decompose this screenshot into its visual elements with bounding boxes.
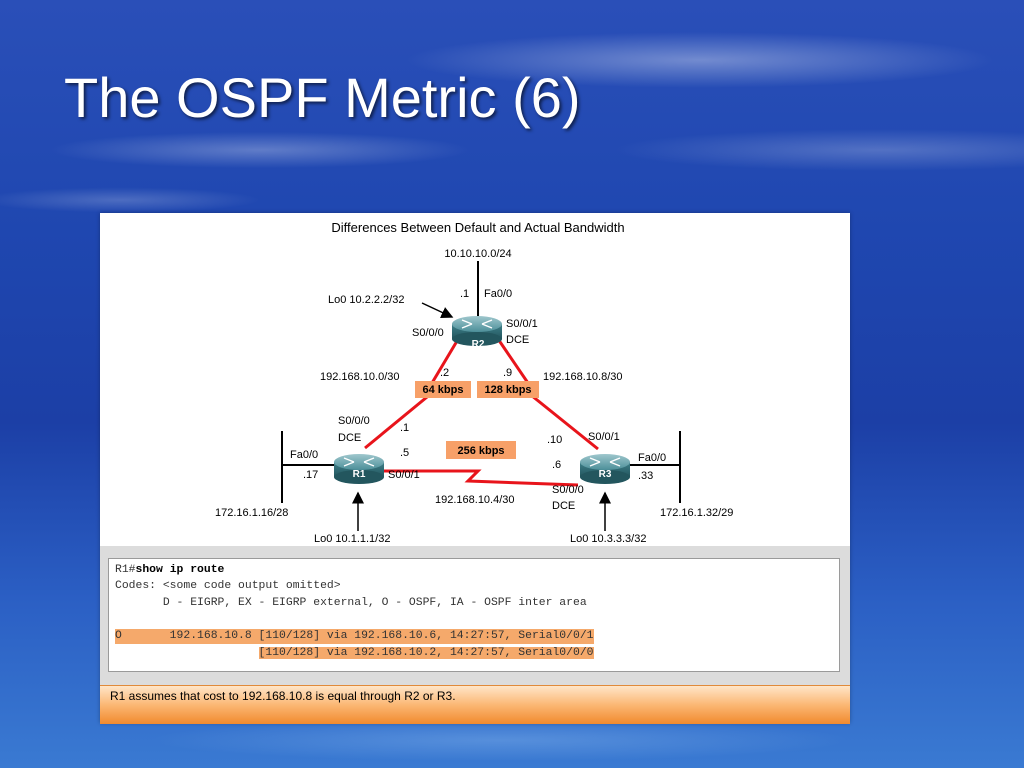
r2-loopback-arrow xyxy=(421,302,454,318)
r2-fa-label: Fa0/0 xyxy=(484,288,512,300)
r2-name: R2 xyxy=(472,339,485,350)
diagram-title: Differences Between Default and Actual B… xyxy=(331,220,624,235)
right-link-net: 192.168.10.8/30 xyxy=(543,371,623,383)
r1-s001-addr: .5 xyxy=(400,447,409,459)
r3-s001-addr: .10 xyxy=(547,434,562,446)
r3-s000-addr: .6 xyxy=(552,459,561,471)
r1-name: R1 xyxy=(353,469,366,480)
link-r1-r3 xyxy=(375,469,579,487)
console-codes-line: Codes: <some code output omitted> xyxy=(115,580,341,592)
console-output: R1#show ip route Codes: <some code outpu… xyxy=(108,558,840,672)
top-network-label: 10.10.10.0/24 xyxy=(444,248,511,260)
r2-fa-addr: .1 xyxy=(460,288,469,300)
console-codes-legend: D - EIGRP, EX - EIGRP external, O - OSPF… xyxy=(115,597,587,609)
r3-s001-label: S0/0/1 xyxy=(588,431,620,443)
r2-dce-label: DCE xyxy=(506,334,529,346)
r1-s001-label: S0/0/1 xyxy=(388,469,420,481)
bw-box-256 xyxy=(446,441,516,459)
console-route-1: O 192.168.10.8 [110/128] via 192.168.10.… xyxy=(115,629,594,644)
r3-lan-label: 172.16.1.32/29 xyxy=(660,507,733,519)
bottom-link-net: 192.168.10.4/30 xyxy=(435,494,515,506)
r1-fa-label: Fa0/0 xyxy=(290,449,318,461)
console-route-2-wrap: [110/128] via 192.168.10.2, 14:27:57, Se… xyxy=(115,646,594,661)
console-frame: R1#show ip route Codes: <some code outpu… xyxy=(100,546,850,688)
r2-loopback-label: Lo0 10.2.2.2/32 xyxy=(328,294,404,306)
figure-panel: Differences Between Default and Actual B… xyxy=(100,213,850,724)
r3-dce-label: DCE xyxy=(552,500,575,512)
right-link-r2-addr: .9 xyxy=(503,367,512,379)
router-r2-icon xyxy=(452,316,502,346)
r3-fa-addr: .33 xyxy=(638,470,653,482)
note-text: R1 assumes that cost to 192.168.10.8 is … xyxy=(110,689,456,703)
r1-dce-label: DCE xyxy=(338,432,361,444)
r2-s000-label: S0/0/0 xyxy=(412,327,444,339)
bw-box-128 xyxy=(477,381,539,398)
r2-s001-label: S0/0/1 xyxy=(506,318,538,330)
left-link-net: 192.168.10.0/30 xyxy=(320,371,400,383)
console-prompt: R1# xyxy=(115,564,136,576)
bw-label-64: 64 kbps xyxy=(423,384,464,396)
r1-fa-addr: .17 xyxy=(303,469,318,481)
console-route-2: [110/128] via 192.168.10.2, 14:27:57, Se… xyxy=(258,647,594,659)
bw-label-128: 128 kbps xyxy=(484,384,531,396)
left-link-r2-addr: .2 xyxy=(440,367,449,379)
r1-s000-label: S0/0/0 xyxy=(338,415,370,427)
network-diagram: Differences Between Default and Actual B… xyxy=(215,220,733,545)
r1-loopback-label: Lo0 10.1.1.1/32 xyxy=(314,533,390,545)
console-command-line: R1#show ip route xyxy=(115,563,224,578)
r1-lan-label: 172.16.1.16/28 xyxy=(215,507,288,519)
r3-name: R3 xyxy=(599,469,612,480)
slide-title: The OSPF Metric (6) xyxy=(64,66,581,129)
r3-s000-label: S0/0/0 xyxy=(552,484,584,496)
console-command: show ip route xyxy=(135,564,225,576)
note-bar: R1 assumes that cost to 192.168.10.8 is … xyxy=(100,685,850,724)
r1-s000-addr: .1 xyxy=(400,422,409,434)
bw-label-256: 256 kbps xyxy=(457,445,504,457)
r3-loopback-label: Lo0 10.3.3.3/32 xyxy=(570,533,646,545)
r3-fa-label: Fa0/0 xyxy=(638,452,666,464)
bw-box-64 xyxy=(415,381,471,398)
router-r3-icon xyxy=(580,454,630,484)
router-r1-icon xyxy=(334,454,384,484)
